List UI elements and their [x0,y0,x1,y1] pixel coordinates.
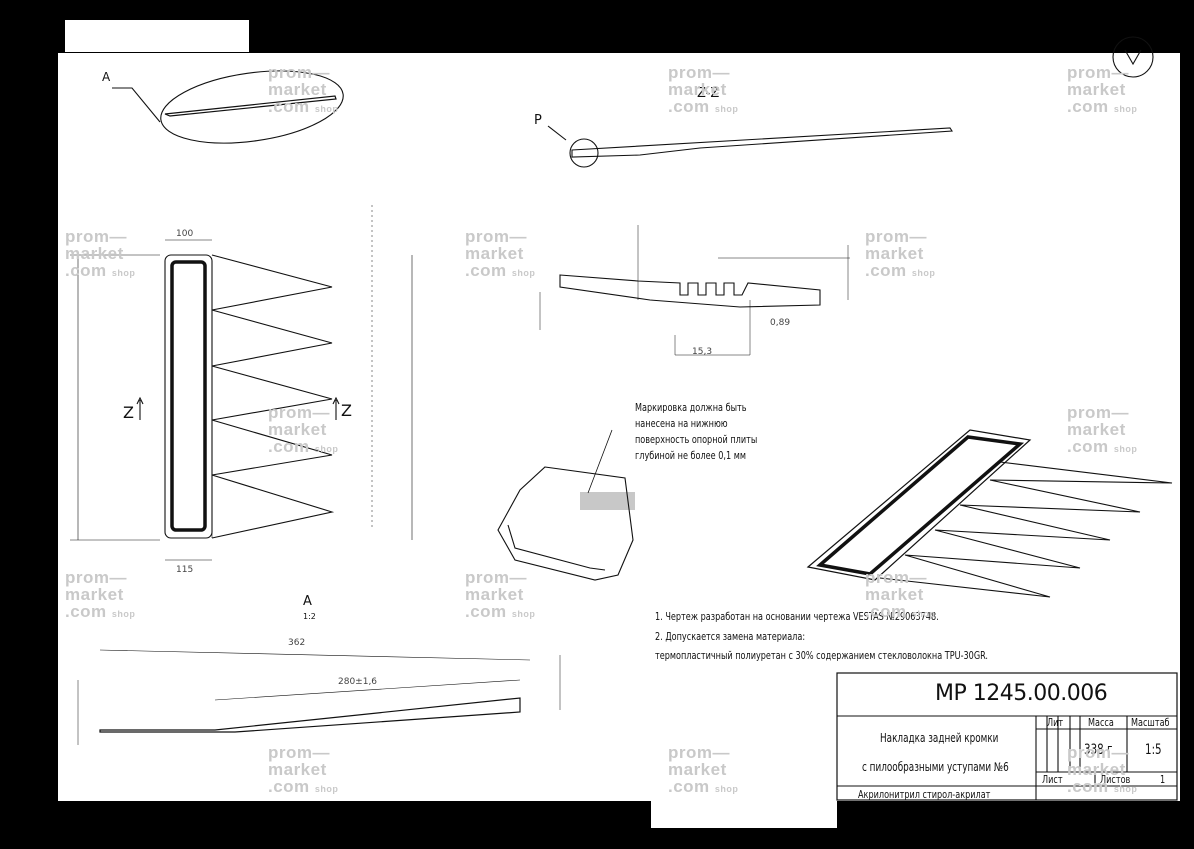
watermark: prom—market.com shop [268,743,339,796]
iso-strip-outer [806,429,1032,581]
iso-strip-inner [816,435,1025,576]
tb-mass-label: Масса [1088,716,1114,729]
note-3: термопластичный полиуретан с 30% содержа… [655,649,989,662]
tb-name-line-1: Накладка задней кромки [880,731,999,745]
watermark: prom—market.com shop [268,63,339,116]
serration-outline [211,254,335,539]
z-left-label: Z [123,403,134,422]
view-a-dim-length [99,649,531,661]
watermark: prom—market.com shop [465,227,536,280]
dim-height-ext [70,254,160,541]
section-zz-dims [539,225,850,356]
dim-text-2: 115 [176,565,193,575]
view-a-label: A [303,594,312,609]
surface-mark [1112,36,1154,78]
note-2: 2. Допускается замена материала: [655,630,806,643]
tb-designation: МР 1245.00.006 [935,681,1108,706]
iso-serrations [879,461,1173,598]
dim-text-1: 100 [176,229,193,239]
tb-rows [837,728,1177,787]
z-arrow-right [332,396,340,420]
detail-p-leader [547,125,567,141]
tb-sheets-value: 1 [1160,773,1166,786]
title-block-frame [836,672,1178,801]
section-zz-label: Z-Z [697,86,720,101]
view-a-profile [99,697,521,733]
tb-scale-value: 1:5 [1145,742,1162,758]
watermark: prom—market.com shop [1067,743,1138,796]
marking-text-patch [580,492,635,510]
marking-leader [587,429,613,494]
bottom-tab [651,795,837,828]
iso-detail-outline [497,466,634,581]
tb-sheet-label: Лист [1042,773,1063,786]
section-zz-profile [559,274,821,308]
view-a-scale: 1:2 [303,612,316,621]
dim-text-6: 280±1,6 [338,677,377,687]
watermark: prom—market.com shop [65,568,136,621]
detail-a-ellipse [160,70,344,144]
tb-material: Акрилонитрил стирол-акрилат [858,788,991,801]
dim-text-4: 0,89 [770,318,790,328]
z-right-label: Z [341,401,352,420]
dim-text-3: 15,3 [692,347,712,357]
view-a-dim-inner [214,679,521,701]
surface-mark-check [1124,49,1142,66]
detail-a-leader [112,87,161,123]
paper [58,53,1180,801]
tb-lit-label: Лит [1047,716,1064,729]
detail-p-profile [571,127,953,158]
watermark: prom—market.com shop [668,63,739,116]
watermark: prom—market.com shop [1067,403,1138,456]
tb-sheets-label: Листов [1100,773,1131,786]
watermark: prom—market.com shop [268,403,339,456]
watermark: prom—market.com shop [1067,63,1138,116]
z-arrow-left [136,396,144,420]
detail-p-circle [569,138,599,168]
watermark: prom—market.com shop [865,227,936,280]
marking-note-line-1: Маркировка должна быть [635,401,747,414]
watermark: prom—market.com shop [65,227,136,280]
strip-inner [170,260,207,532]
watermark: prom—market.com shop [668,743,739,796]
iso-detail-edge [507,524,606,571]
view-a-dim-vertical [77,655,561,745]
callout-p-label: P [534,113,542,128]
marking-note-line-4: глубиной не более 0,1 мм [635,449,746,462]
tb-name-line-2: с пилообразными уступами №6 [862,760,1009,774]
tb-cols [1035,716,1128,800]
dim-text-5: 362 [288,638,305,648]
tb-scale-label: Масштаб [1131,716,1170,729]
watermark: prom—market.com shop [465,568,536,621]
marking-note-line-2: нанесена на нижнюю [635,417,728,430]
tb-mass-value: 338 г [1084,742,1113,758]
watermark: prom—market.com shop [865,568,936,621]
marking-note-line-3: поверхность опорной плиты [635,433,758,446]
callout-a-label: A [102,70,111,84]
top-tab [65,20,249,52]
detail-a-profile [164,95,337,117]
note-1: 1. Чертеж разработан на основании чертеж… [655,610,939,623]
